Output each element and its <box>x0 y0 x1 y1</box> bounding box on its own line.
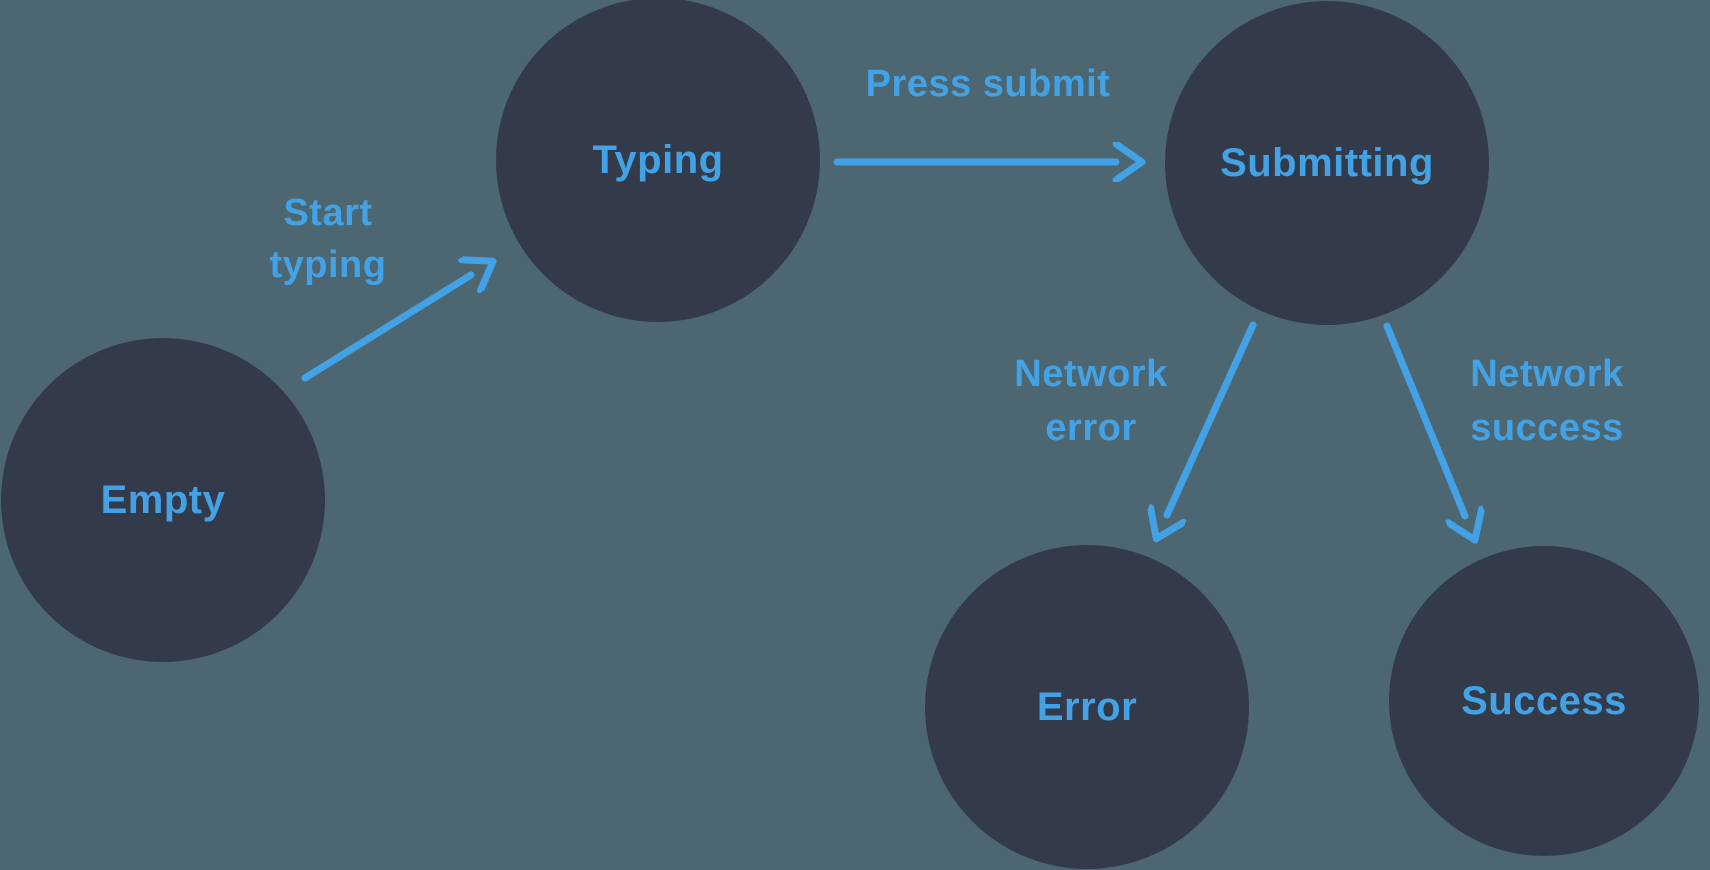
transition-label-start-typing: Start typing <box>269 192 387 286</box>
state-label-error: Error <box>1036 684 1138 729</box>
state-label-submitting: Submitting <box>1220 140 1434 185</box>
state-label-empty: Empty <box>100 477 226 522</box>
transition-label-press-submit: Press submit <box>865 63 1111 105</box>
state-node-error: Error <box>925 545 1249 869</box>
state-node-success: Success <box>1389 546 1699 856</box>
state-label-success: Success <box>1461 678 1627 723</box>
arrow-network-success <box>1383 322 1465 516</box>
transition-label-network-error: Network error <box>1014 353 1168 449</box>
transition-label-network-success: Network success <box>1470 353 1624 449</box>
state-node-typing: Typing <box>496 0 820 322</box>
state-node-empty: Empty <box>1 338 325 662</box>
state-label-typing: Typing <box>592 137 724 182</box>
state-node-submitting: Submitting <box>1165 1 1489 325</box>
